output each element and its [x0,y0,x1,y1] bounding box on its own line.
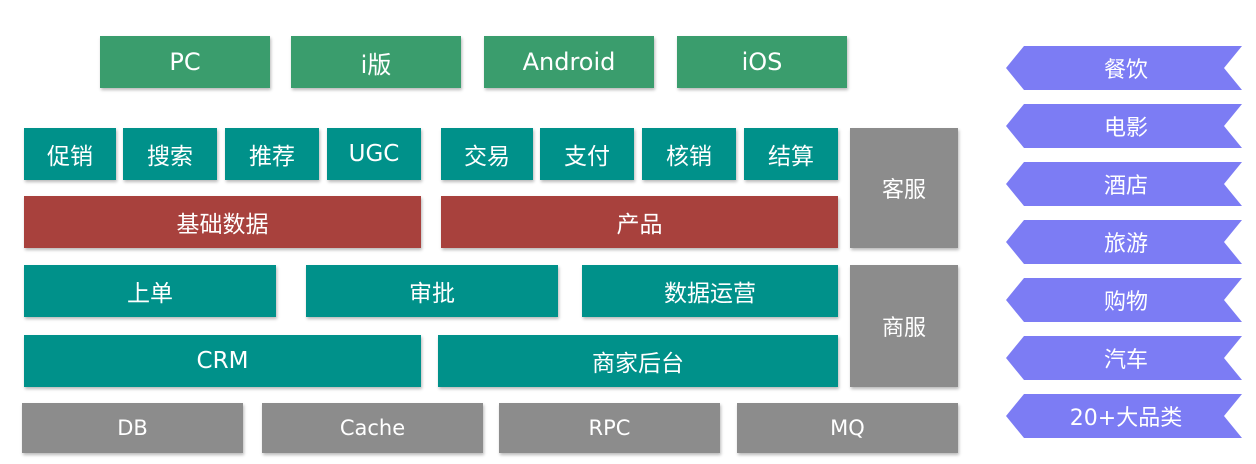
category-auto: 汽车 [1006,336,1242,380]
module-trade: 交易 [441,128,533,180]
category-hotel: 酒店 [1006,162,1242,206]
infra-mq: MQ [737,403,958,453]
platform-merchant-backend: 商家后台 [438,335,838,387]
core-product: 产品 [441,196,838,248]
infra-rpc: RPC [499,403,720,453]
client-pc: PC [100,36,270,88]
service-merchant: 商服 [850,265,958,387]
category-auto-label: 汽车 [1103,348,1148,373]
category-hotel-label: 酒店 [1103,174,1148,199]
module-recommend: 推荐 [225,128,319,180]
category-travel: 旅游 [1006,220,1242,264]
category-more: 20+大品类 [1006,394,1242,438]
category-shopping: 购物 [1006,278,1242,322]
category-movie: 电影 [1006,104,1242,148]
category-more-label: 20+大品类 [1069,406,1183,431]
module-ugc: UGC [327,128,421,180]
service-customer: 客服 [850,128,958,248]
client-ios: iOS [677,36,847,88]
module-payment: 支付 [540,128,634,180]
module-promotion: 促销 [24,128,116,180]
core-base-data: 基础数据 [24,196,421,248]
ops-approval: 审批 [306,265,558,317]
platform-crm: CRM [24,335,421,387]
ops-listing: 上单 [24,265,276,317]
infra-db: DB [22,403,243,453]
category-movie-label: 电影 [1103,116,1148,141]
category-catering: 餐饮 [1006,46,1242,90]
module-settlement: 结算 [744,128,838,180]
client-android: Android [484,36,654,88]
category-travel-label: 旅游 [1103,232,1148,257]
client-i-version: i版 [291,36,461,88]
module-verification: 核销 [642,128,736,180]
infra-cache: Cache [262,403,483,453]
module-search: 搜索 [123,128,217,180]
ops-data-operations: 数据运营 [582,265,838,317]
category-catering-label: 餐饮 [1103,58,1148,83]
category-shopping-label: 购物 [1103,290,1148,315]
